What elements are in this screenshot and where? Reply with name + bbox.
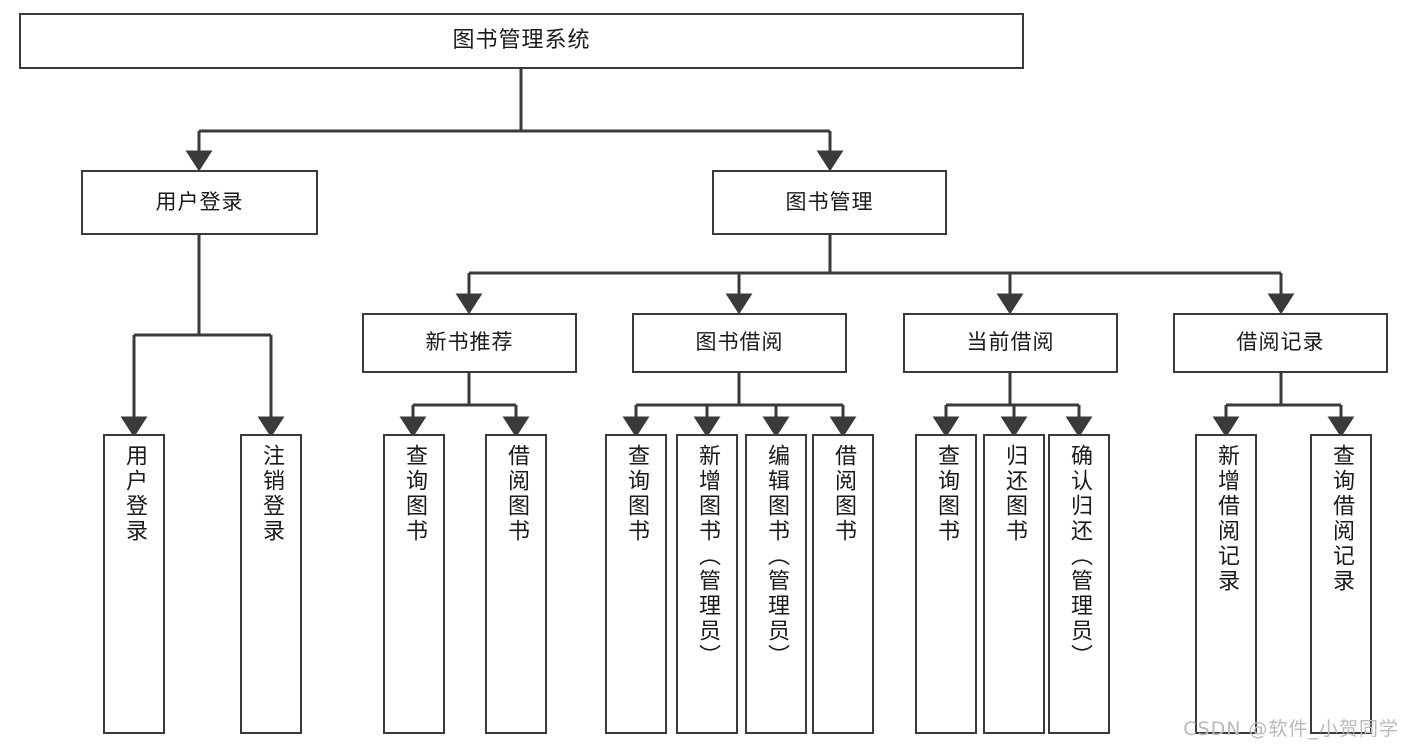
leaf-confirm-return-admin[interactable]: 确认归还（管理员） [1048, 434, 1110, 734]
node-label: 查询图书 [623, 444, 649, 544]
leaf-add-book-admin[interactable]: 新增图书（管理员） [676, 434, 738, 734]
node-label: 借阅记录 [1236, 330, 1325, 355]
node-label: 注销登录 [258, 444, 284, 544]
leaf-user-login[interactable]: 用户登录 [103, 434, 165, 734]
node-root-book-management-system[interactable]: 图书管理系统 [19, 13, 1024, 69]
node-label: 图书借阅 [695, 330, 784, 355]
node-user-login[interactable]: 用户登录 [81, 170, 318, 235]
node-label: 借阅图书 [503, 444, 529, 544]
node-current-borrow[interactable]: 当前借阅 [903, 313, 1118, 373]
node-new-book-recommend[interactable]: 新书推荐 [362, 313, 577, 373]
node-label: 编辑图书（管理员） [763, 444, 789, 669]
node-label: 新书推荐 [425, 330, 514, 355]
node-label: 用户登录 [121, 444, 147, 544]
leaf-logout[interactable]: 注销登录 [240, 434, 302, 734]
node-book-borrow[interactable]: 图书借阅 [632, 313, 847, 373]
node-label: 借阅图书 [830, 444, 856, 544]
leaf-query-borrow-record[interactable]: 查询借阅记录 [1310, 434, 1372, 734]
node-label: 图书管理系统 [452, 27, 591, 53]
node-label: 新增图书（管理员） [694, 444, 720, 669]
leaf-return-book[interactable]: 归还图书 [983, 434, 1045, 734]
leaf-query-book-recommend[interactable]: 查询图书 [383, 434, 445, 734]
node-label: 查询借阅记录 [1328, 444, 1354, 594]
node-label: 归还图书 [1001, 444, 1027, 544]
leaf-borrow-book-recommend[interactable]: 借阅图书 [485, 434, 547, 734]
leaf-query-book-current[interactable]: 查询图书 [915, 434, 977, 734]
csdn-watermark: CSDN @软件_小贺同学 [1183, 718, 1399, 740]
node-label: 查询图书 [933, 444, 959, 544]
node-label: 当前借阅 [966, 330, 1055, 355]
node-book-management[interactable]: 图书管理 [712, 170, 947, 235]
node-label: 用户登录 [155, 189, 244, 214]
node-label: 确认归还（管理员） [1066, 444, 1092, 669]
leaf-add-borrow-record[interactable]: 新增借阅记录 [1195, 434, 1257, 734]
node-label: 图书管理 [785, 189, 874, 214]
leaf-query-book-borrow[interactable]: 查询图书 [605, 434, 667, 734]
leaf-edit-book-admin[interactable]: 编辑图书（管理员） [745, 434, 807, 734]
node-label: 新增借阅记录 [1213, 444, 1239, 594]
node-label: 查询图书 [401, 444, 427, 544]
node-borrow-record[interactable]: 借阅记录 [1173, 313, 1388, 373]
leaf-borrow-book[interactable]: 借阅图书 [812, 434, 874, 734]
